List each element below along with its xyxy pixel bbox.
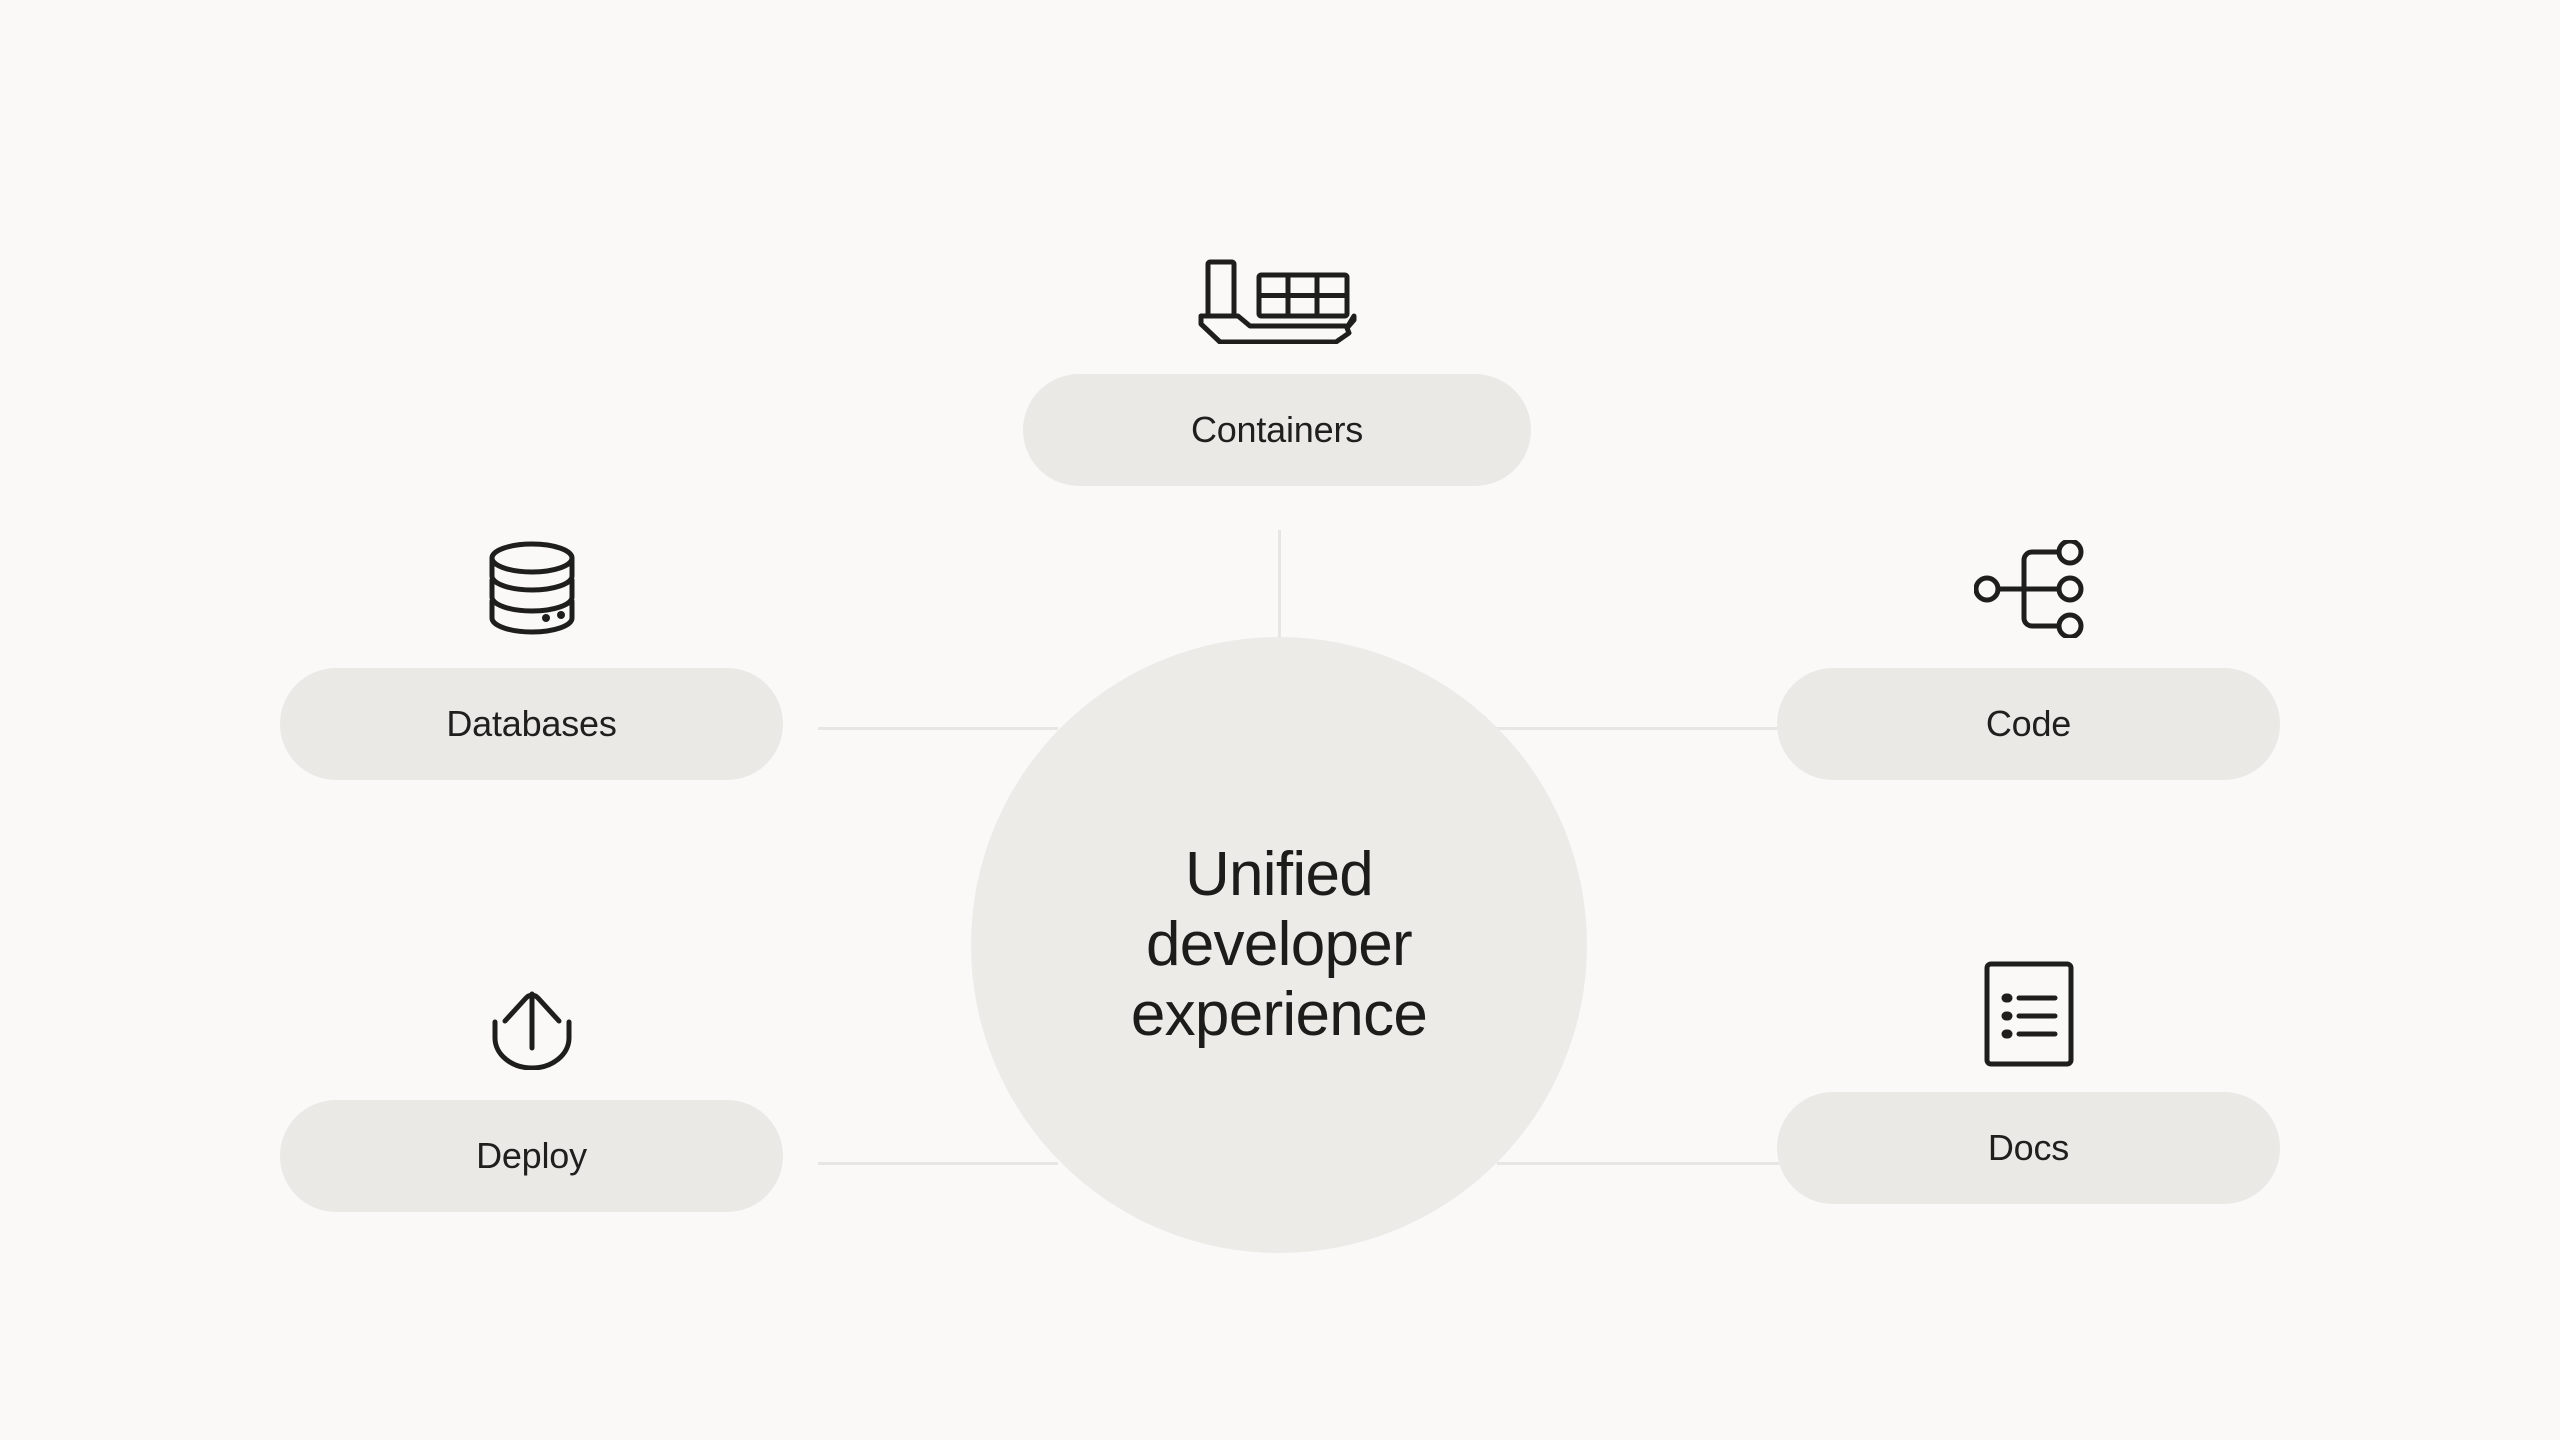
center-node-unified-developer-experience: Unified developer experience xyxy=(971,637,1587,1253)
cargo-ship-icon xyxy=(1023,258,1531,344)
connector-databases-to-center xyxy=(818,727,1058,730)
pill-label-docs: Docs xyxy=(1987,1127,2070,1168)
pill-label-code: Code xyxy=(1985,703,2072,744)
pill-containers[interactable]: Containers xyxy=(1023,374,1531,486)
connector-containers-to-center xyxy=(1278,530,1281,646)
connector-code-to-center xyxy=(1497,727,1779,730)
node-code[interactable]: Code xyxy=(1777,540,2280,780)
upload-icon xyxy=(280,970,783,1070)
node-databases[interactable]: Databases xyxy=(280,540,783,780)
pill-code[interactable]: Code xyxy=(1777,668,2280,780)
node-deploy[interactable]: Deploy xyxy=(280,970,783,1212)
pill-label-databases: Databases xyxy=(446,703,617,744)
node-docs[interactable]: Docs xyxy=(1777,958,2280,1204)
document-list-icon xyxy=(1777,958,2280,1070)
pill-label-containers: Containers xyxy=(1190,409,1364,450)
connector-deploy-to-center xyxy=(818,1162,1058,1165)
pill-databases[interactable]: Databases xyxy=(280,668,783,780)
pill-label-deploy: Deploy xyxy=(476,1135,587,1176)
database-stack-icon xyxy=(280,540,783,638)
connector-docs-to-center xyxy=(1497,1162,1779,1165)
pill-deploy[interactable]: Deploy xyxy=(280,1100,783,1212)
center-node-title: Unified developer experience xyxy=(1130,839,1428,1050)
pill-docs[interactable]: Docs xyxy=(1777,1092,2280,1204)
git-branch-icon xyxy=(1777,540,2280,638)
node-containers[interactable]: Containers xyxy=(1023,258,1531,486)
